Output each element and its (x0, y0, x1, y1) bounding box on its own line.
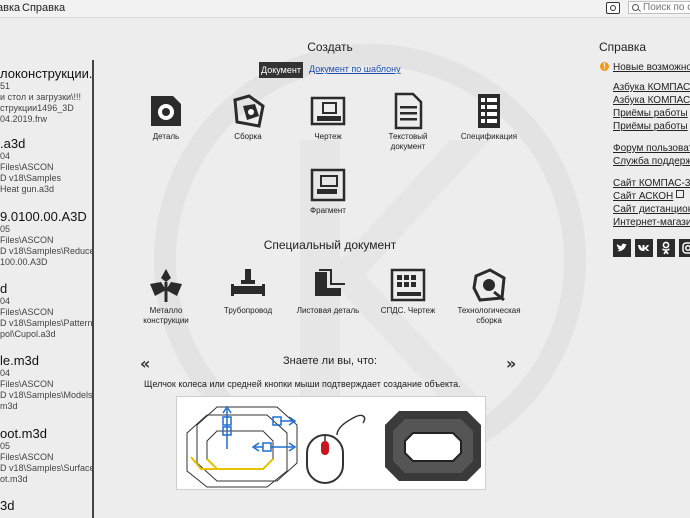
create-tech-assembly-button[interactable]: Технологическая сборка (453, 266, 525, 326)
twitter-icon[interactable] (613, 239, 631, 257)
create-fragment-button[interactable]: Фрагмент (292, 166, 364, 216)
help-link-distance-site[interactable]: Сайт дистанцион (613, 204, 690, 215)
part-icon (151, 96, 181, 126)
create-sheet-part-button[interactable]: Листовая деталь (292, 266, 364, 316)
create-metal-structures-button[interactable]: Металло конструкции (130, 266, 202, 326)
tip-illustration (176, 396, 486, 490)
tip-illustration-drawing (186, 405, 481, 488)
create-assembly-button[interactable]: Сборка (212, 92, 284, 142)
tip-title: Знаете ли вы, что: (283, 355, 377, 367)
tech-assembly-icon (472, 268, 506, 302)
recent-item[interactable]: oot.m3d 05 Files\ASCON D v18\Samples\Sur… (0, 426, 94, 484)
create-drawing-button[interactable]: Чертеж (292, 92, 364, 142)
help-link-shop[interactable]: Интернет-магази (613, 217, 690, 228)
help-link-news[interactable]: Новые возможно (613, 62, 690, 73)
vk-icon[interactable] (635, 239, 653, 257)
recent-item[interactable]: локонструкции... 51 и стол и загрузки\!!… (0, 66, 94, 124)
help-search-input[interactable] (628, 1, 690, 14)
metal-structures-icon (150, 269, 182, 302)
help-link-techniques-2[interactable]: Приёмы работы (613, 121, 688, 132)
recent-item[interactable]: 9.0100.00.A3D 05 Files\ASCON D v18\Sampl… (0, 209, 94, 267)
menu-edit[interactable]: авка (0, 2, 21, 14)
sheet-part-icon (315, 269, 345, 296)
recent-item[interactable]: 3d (0, 498, 15, 513)
help-link-forum[interactable]: Форум пользоват (613, 143, 690, 154)
pipeline-icon (231, 269, 265, 296)
recent-item[interactable]: le.m3d 04 Files\ASCON D v18\Samples\Mode… (0, 353, 93, 411)
tip-text: Щелчок колеса или средней кнопки мыши по… (144, 379, 461, 389)
create-spds-drawing-button[interactable]: СПДС. Чертеж (372, 266, 444, 316)
help-link-techniques-1[interactable]: Приёмы работы (613, 108, 688, 119)
fragment-icon (310, 168, 346, 202)
create-text-document-button[interactable]: Текстовый документ (372, 92, 444, 152)
external-link-icon (676, 190, 685, 198)
help-link-ascon-site[interactable]: Сайт АСКОН (613, 190, 685, 202)
search-icon (632, 4, 639, 11)
spds-drawing-icon (390, 268, 426, 302)
create-specification-button[interactable]: Спецификация (453, 92, 525, 142)
special-document-title: Специальный документ (263, 238, 397, 252)
tab-document-by-template[interactable]: Документ по шаблону (309, 64, 401, 74)
drawing-icon (310, 96, 346, 126)
recent-item[interactable]: .a3d 04 Files\ASCON D v18\Samples Heat g… (0, 136, 62, 194)
help-link-abc-2[interactable]: Азбука КОМПАС (613, 95, 690, 106)
specification-icon (478, 94, 500, 128)
tab-document[interactable]: Документ (259, 62, 303, 78)
create-part-button[interactable]: Деталь (130, 92, 202, 142)
help-link-kompas-site[interactable]: Сайт КОМПАС-3 (613, 178, 690, 189)
help-link-support[interactable]: Служба поддерж (613, 156, 690, 167)
menu-bar: авка Справка (0, 0, 690, 18)
create-title: Создать (307, 40, 353, 54)
help-title: Справка (599, 40, 647, 54)
screenshot-icon[interactable] (606, 2, 620, 14)
instagram-icon[interactable] (679, 239, 690, 257)
help-link-abc-1[interactable]: Азбука КОМПАС (613, 82, 690, 93)
recent-documents-panel[interactable]: локонструкции... 51 и стол и загрузки\!!… (0, 60, 94, 518)
news-badge-icon: ! (600, 62, 609, 71)
odnoklassniki-icon[interactable] (657, 239, 675, 257)
menu-help[interactable]: Справка (22, 2, 66, 14)
assembly-icon (233, 94, 265, 128)
tip-next-button[interactable]: » (506, 354, 517, 373)
tip-prev-button[interactable]: « (140, 354, 151, 373)
create-pipeline-button[interactable]: Трубопровод (212, 266, 284, 316)
recent-item[interactable]: d 04 Files\ASCON D v18\Samples\Pattern p… (0, 281, 93, 339)
text-document-icon (394, 92, 423, 130)
